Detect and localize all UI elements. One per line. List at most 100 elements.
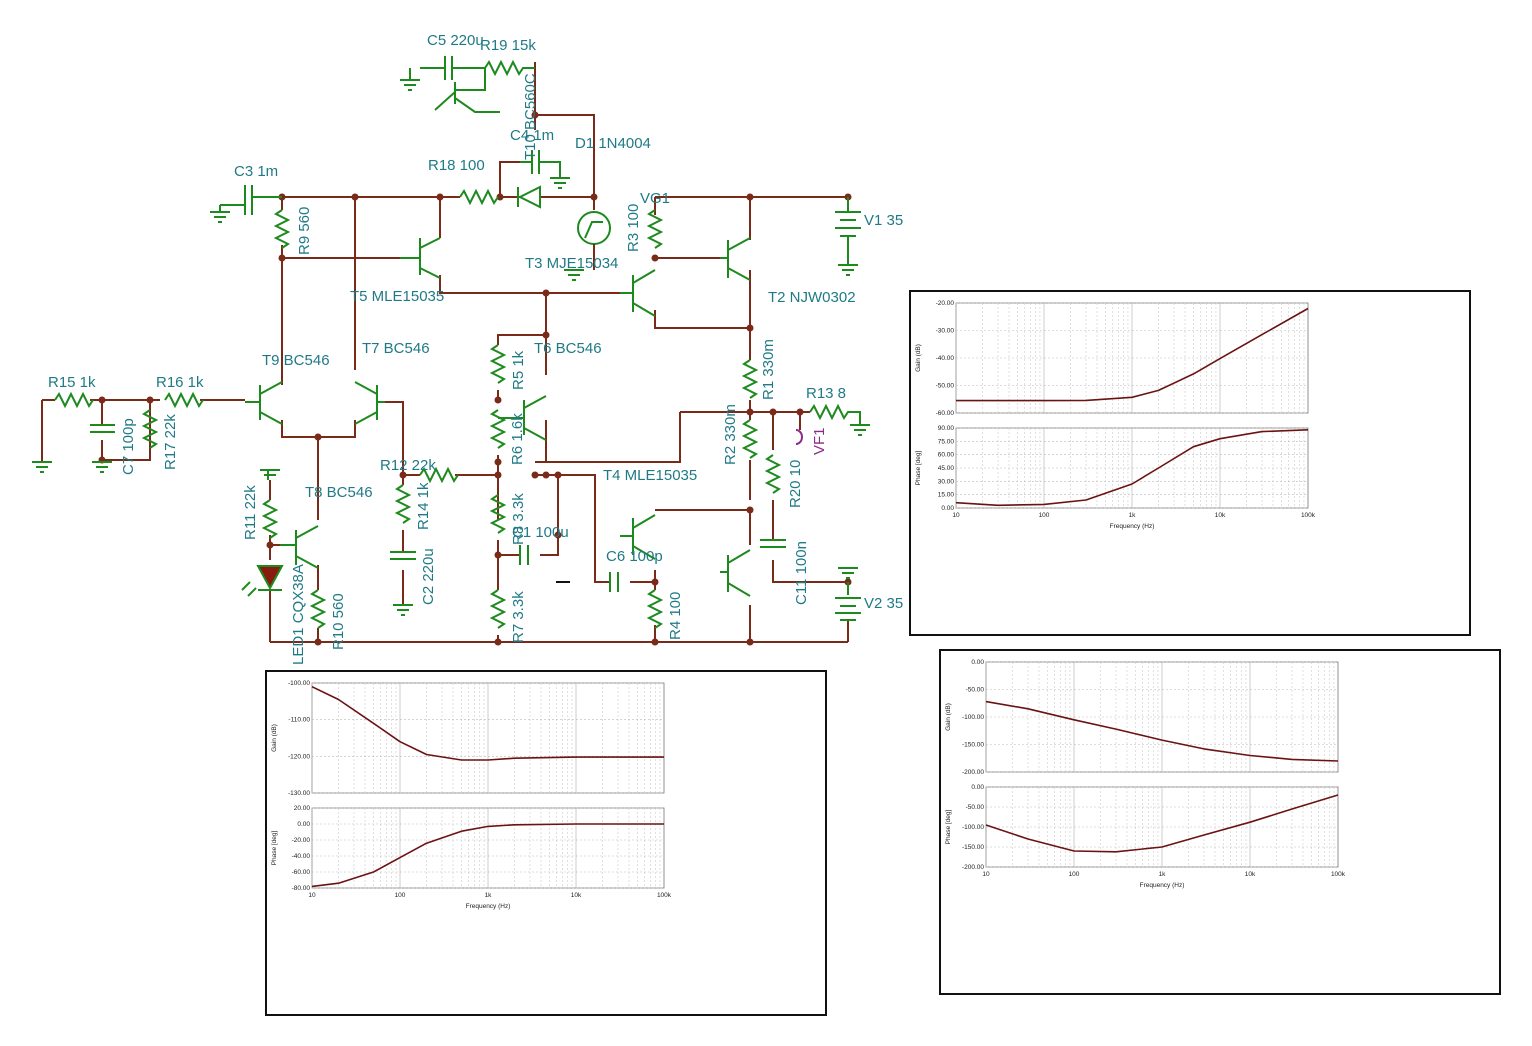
capacitor-c7 [90,424,115,433]
x-tick-label: 10k [571,892,582,899]
resistor-r8 [489,494,507,534]
y-tick-label: 0.00 [971,784,984,791]
transistor-t4 [620,514,656,560]
y-tick-label: -150.00 [962,844,984,851]
label-d1: D1 1N4004 [575,135,651,152]
y-axis-label: Gain (dB) [915,344,922,372]
capacitor-c5 [420,56,485,80]
ground-symbol [260,469,280,480]
battery-v1 [835,197,861,265]
resistor-r4 [646,589,664,629]
label-t2: T2 NJW0302 [768,289,856,306]
x-tick-label: 10 [308,892,316,899]
transistor-t1 [720,549,751,597]
y-tick-label: -40.00 [292,853,311,860]
label-r11: R11 22k [242,485,259,540]
components [32,56,870,629]
transistor-t3 [620,269,656,317]
resistor-r5 [489,344,507,384]
label-c3: C3 1m [234,163,278,180]
resistor-r16 [164,391,204,409]
y-tick-label: -130.00 [288,790,310,797]
resistor-r12 [419,466,459,484]
x-tick-label: 1k [1159,871,1167,878]
resistor-r3 [646,209,664,249]
capacitor-c4 [520,150,561,178]
y-axis-label: Phase [deg] [945,809,952,844]
transistor-t7 [354,381,385,425]
resistor-r6 [489,409,507,449]
ground-symbol [32,461,52,473]
label-r18: R18 100 [428,157,485,174]
transistor-t6 [498,395,547,441]
label-r1: R1 330m [760,339,777,400]
label-vf1: VF1 [811,427,828,455]
ground-symbol [850,424,870,436]
series-line-phase [955,429,1309,507]
y-tick-label: 90.00 [938,425,955,432]
label-t10: T10 BC560C [522,73,539,160]
label-v1: V1 35 [864,212,903,229]
label-c5: C5 220u [427,32,484,49]
x-tick-label: 1k [1129,512,1137,519]
x-tick-label: 100k [1331,871,1346,878]
transistor-t8 [280,525,319,569]
y-tick-label: 30.00 [938,478,955,485]
y-tick-label: 0.00 [297,821,310,828]
x-tick-label: 1k [485,892,493,899]
voltage-generator-vg1 [577,211,611,245]
series-line-phase [985,794,1339,853]
x-tick-label: 10 [982,871,990,878]
label-t8: T8 BC546 [305,484,373,501]
y-tick-label: -50.00 [966,804,985,811]
resistor-r19 [484,59,535,77]
ground-symbol [838,264,858,276]
label-c4: C4 1m [510,127,554,144]
label-r19: R19 15k [480,37,536,54]
label-r12: R12 22k [380,457,436,474]
label-c7: C7 100p [120,418,137,475]
label-r16: R16 1k [156,374,204,391]
subplot-phase: 90.0075.0060.0045.0030.0015.000.00Phase … [915,425,1309,512]
x-tick-label: 10k [1215,512,1226,519]
y-axis-label: Gain (dB) [271,724,278,752]
resistor-r2 [741,419,759,459]
label-r4: R4 100 [667,592,684,640]
label-c2: C2 220u [420,548,437,605]
ground-symbol [838,567,858,579]
y-tick-label: -100.00 [962,824,984,831]
label-c1: C1 100u [512,524,569,541]
y-tick-label: -200.00 [962,769,984,776]
y-tick-label: 20.00 [294,805,311,812]
label-t6: T6 BC546 [534,340,602,357]
x-tick-label: 100k [1301,512,1316,519]
capacitor-c2 [390,551,416,560]
ground-symbol [393,604,413,616]
resistor-r9 [273,209,291,249]
resistor-r20 [764,454,782,494]
y-axis-label: Phase [deg] [915,450,922,485]
label-r14: R14 1k [415,482,432,530]
ground-symbol [550,177,570,189]
y-tick-label: -100.00 [962,714,984,721]
y-tick-label: -150.00 [962,742,984,749]
label-c11: C11 100n [793,541,810,605]
ground-symbol [92,461,112,473]
y-tick-label: 60.00 [938,452,955,459]
label-t9: T9 BC546 [262,352,330,369]
y-tick-label: 15.00 [938,492,955,499]
ground-symbol [210,205,230,223]
transistor-t9 [245,381,283,425]
resistor-r10 [309,589,327,629]
series-line-gain [985,700,1339,762]
transistor-t5 [400,237,441,279]
y-tick-label: -20.00 [936,300,955,307]
probe-vf1 [795,429,803,445]
x-tick-label: 100k [657,892,672,899]
